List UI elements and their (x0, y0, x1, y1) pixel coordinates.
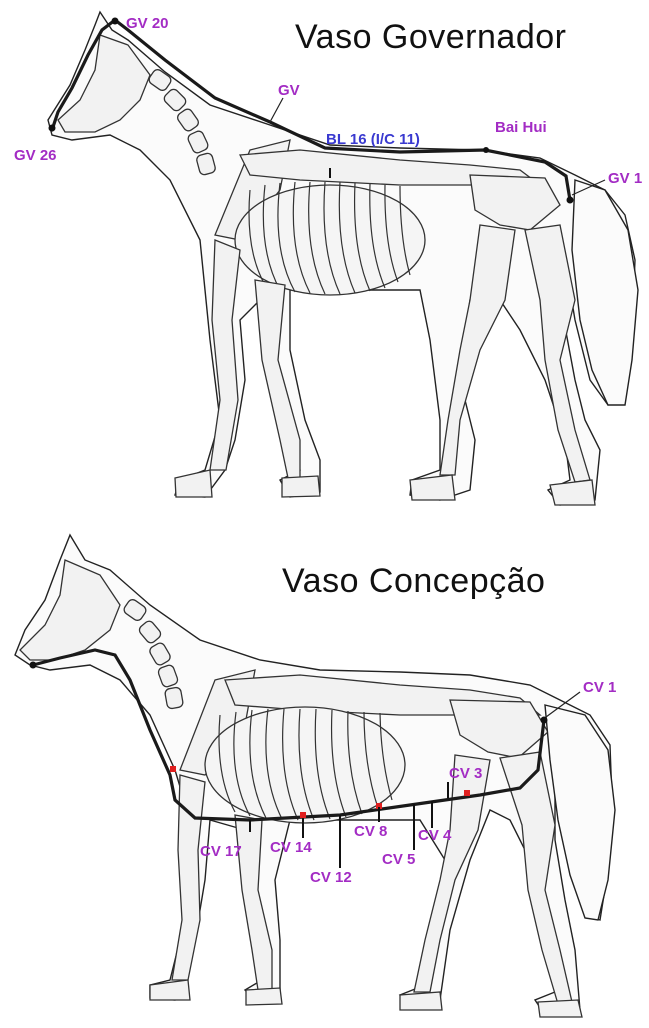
label-bl16: BL 16 (I/C 11) (326, 131, 420, 148)
ribcage-2 (205, 707, 405, 823)
label-gv20: GV 20 (126, 15, 169, 32)
conception-vessel-panel: Vaso Concepção (0, 520, 649, 1028)
label-baihui: Bai Hui (495, 119, 547, 136)
governor-vessel-panel: Vaso Governador (0, 0, 649, 520)
label-cv17: CV 17 (200, 843, 242, 860)
label-cv4: CV 4 (418, 827, 452, 844)
horse-conception-diagram: CV 1 CV 3 CV 4 CV 5 CV 8 CV 12 CV 14 CV … (0, 520, 649, 1028)
red-point-chest (170, 766, 176, 772)
label-cv12: CV 12 (310, 869, 352, 886)
label-cv1: CV 1 (583, 679, 616, 696)
cv1-point (541, 717, 548, 724)
label-gv1: GV 1 (608, 170, 642, 187)
red-point-cv14 (300, 812, 306, 818)
label-gv26: GV 26 (14, 147, 57, 164)
horse-governor-diagram: GV 20 GV 26 GV BL 16 (I/C 11) Bai Hui GV… (0, 0, 649, 520)
label-cv8: CV 8 (354, 823, 387, 840)
label-cv5: CV 5 (382, 851, 415, 868)
label-cv3: CV 3 (449, 765, 482, 782)
baihui-point (483, 147, 489, 153)
mouth-point (30, 662, 37, 669)
hooves (175, 470, 595, 505)
label-gv-partial: GV (278, 82, 300, 99)
red-point-cv3 (464, 790, 470, 796)
gv26-point (49, 125, 56, 132)
gv-leader (270, 98, 283, 122)
hooves-2 (150, 980, 582, 1017)
gv1-point (567, 197, 574, 204)
gv20-point (112, 18, 119, 25)
label-cv14: CV 14 (270, 839, 312, 856)
tail (572, 180, 638, 405)
